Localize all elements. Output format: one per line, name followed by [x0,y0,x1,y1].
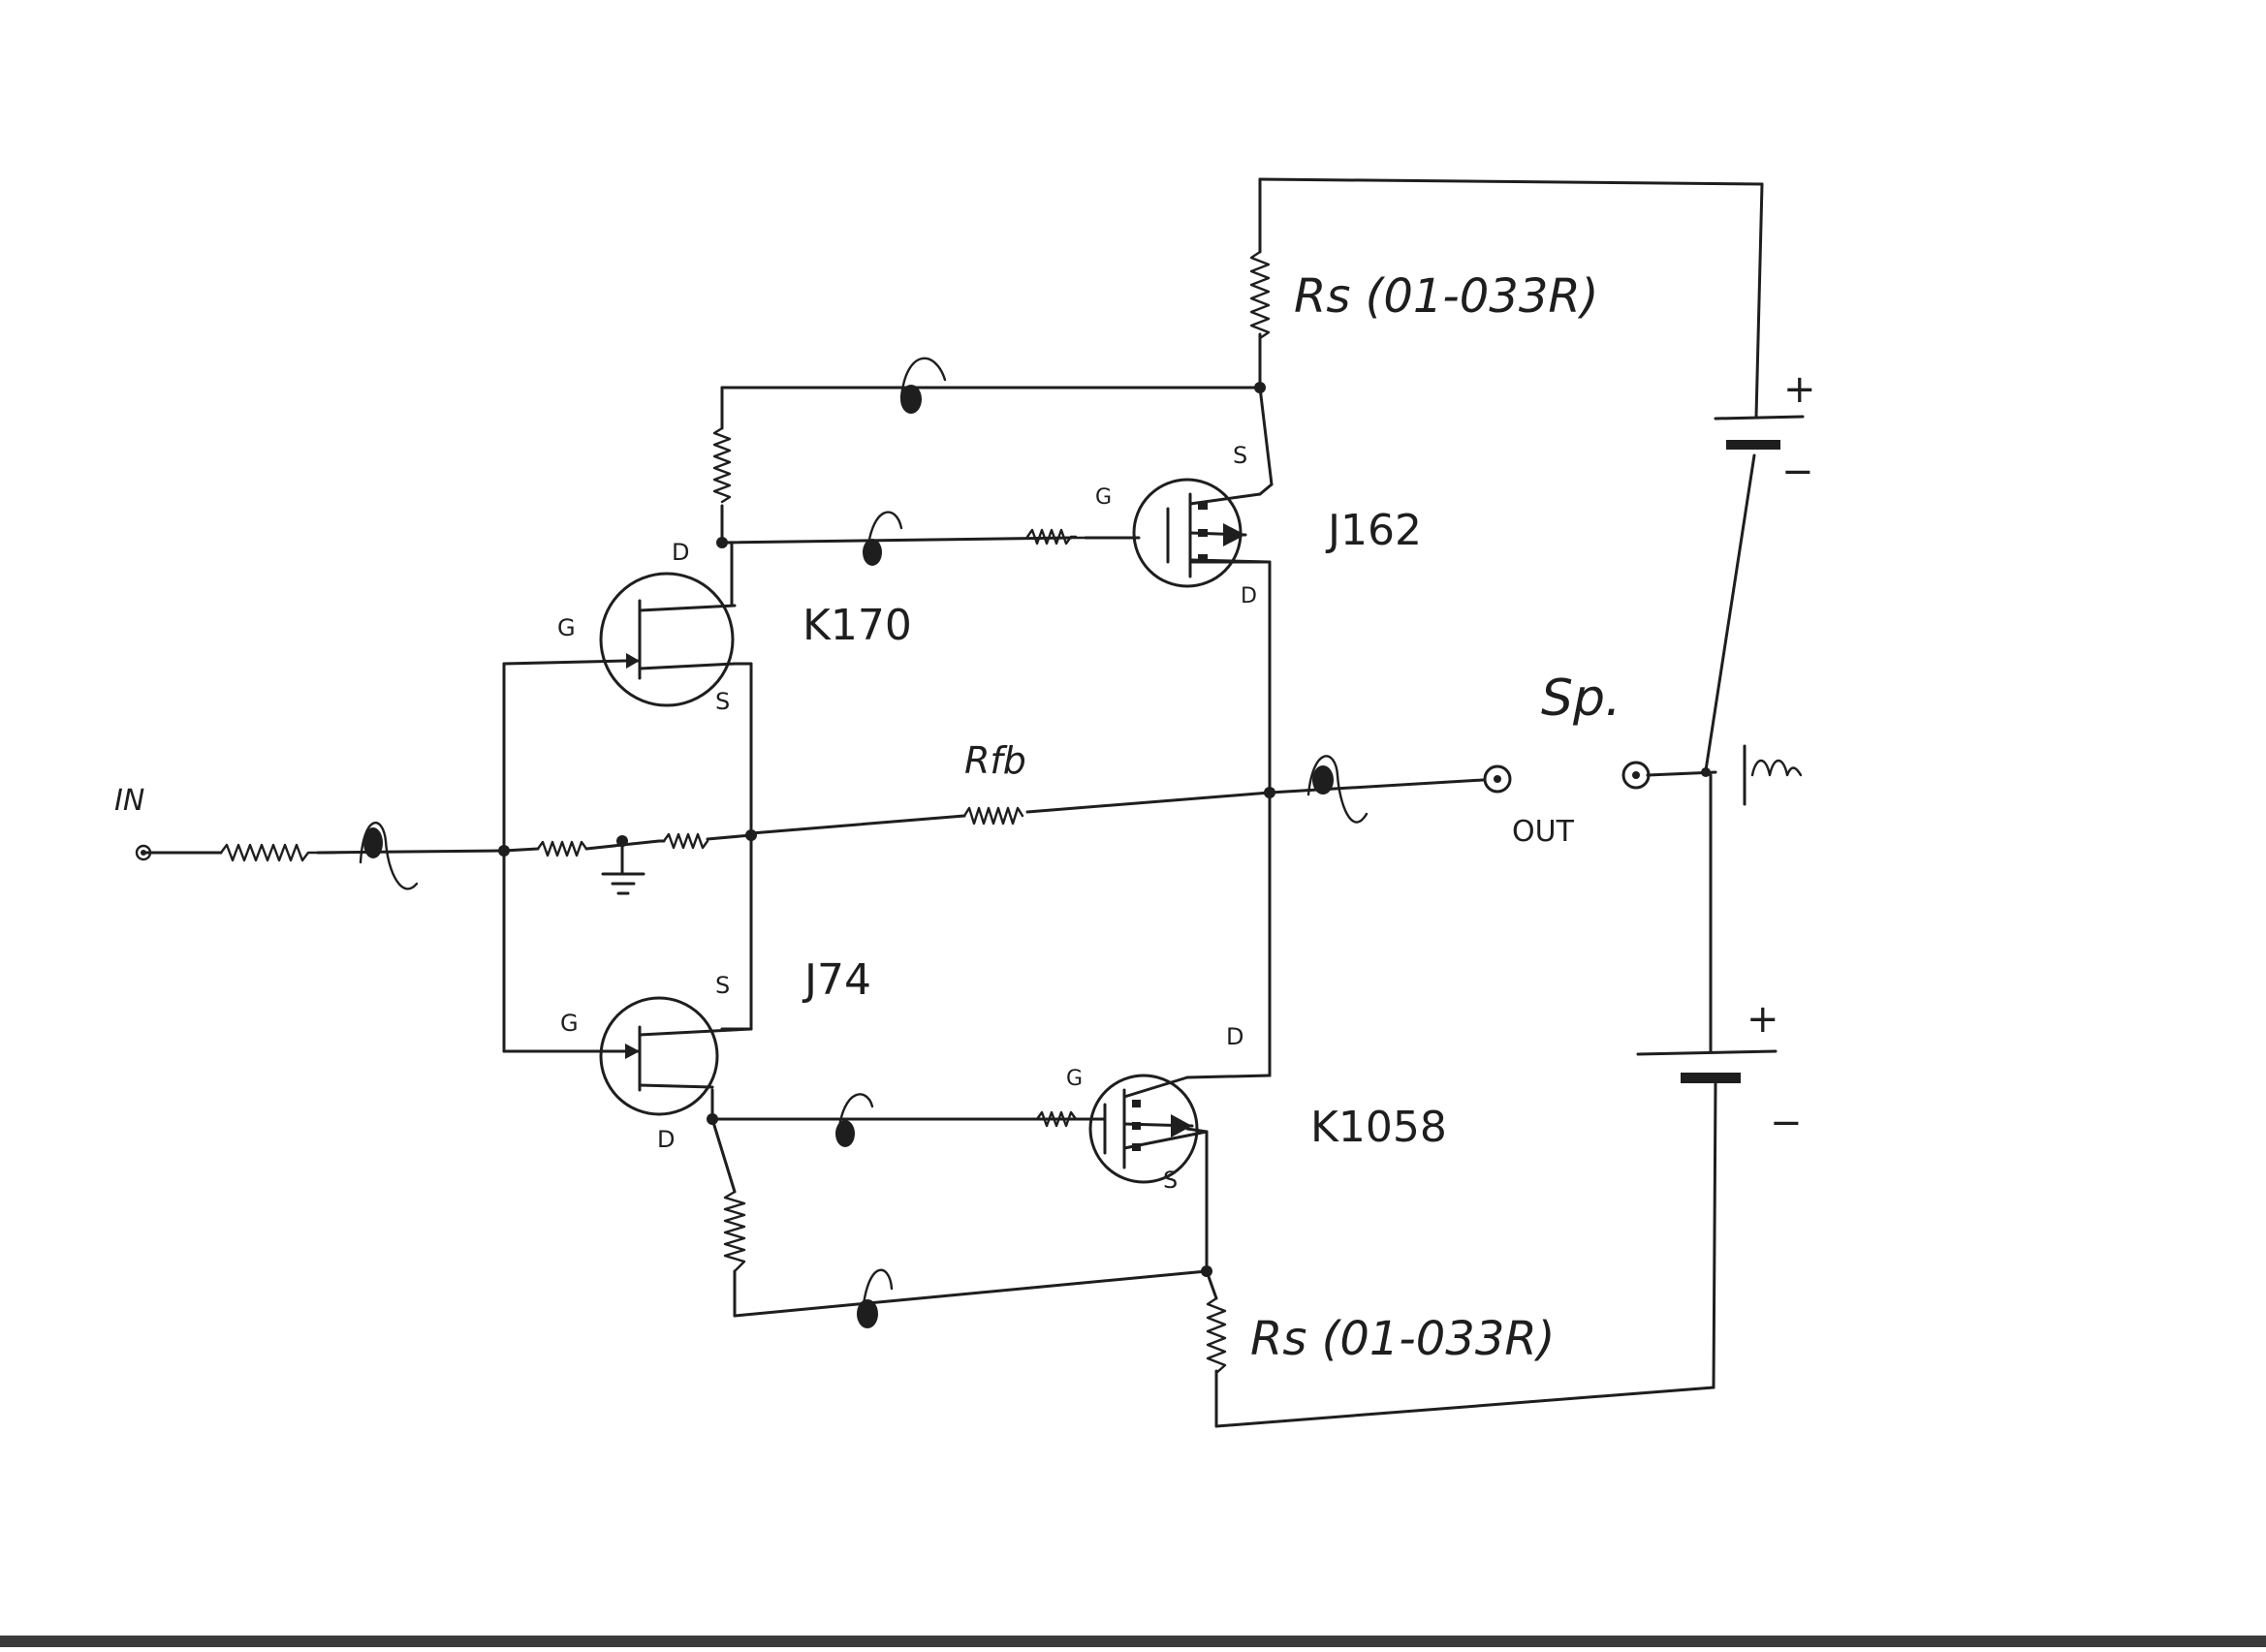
fet-j74-icon [599,996,753,1116]
pin-k170-g: G [557,614,576,641]
divider-resistor-left-icon [536,840,588,857]
part-j74: J74 [802,955,871,1005]
drain-resistor-bottom-icon [723,1190,746,1273]
label-speaker: Sp. [1541,670,1621,728]
rs-bottom-resistor-icon [1206,1296,1227,1375]
bead-bottom-drain-icon [857,1268,894,1328]
pin-j162-s: S [1233,442,1247,469]
battery-top-plus: + [1783,367,1816,412]
pin-j162-d: D [1241,584,1257,608]
divider-resistor-right-icon [662,832,709,850]
bead-input-icon [359,822,419,890]
drain-resistor-top-icon [712,426,732,504]
junctions [498,382,1711,1277]
wires [142,177,1764,1428]
battery-bottom-plus: + [1747,997,1779,1042]
label-rs-bottom: Rs (01-033R) [1250,1312,1555,1366]
input-resistor-icon [219,843,337,862]
fet-j162-icon [1132,478,1272,588]
pin-j74-s: S [715,972,730,999]
pin-k170-d: D [672,539,689,566]
battery-top-icon [1714,415,1805,450]
ground-icon [601,872,645,895]
fet-k170-icon [599,572,737,707]
label-input: IN [114,784,144,818]
label-rs-top: Rs (01-033R) [1294,269,1598,324]
battery-top-minus: − [1781,450,1814,494]
gate-resistor-top-icon [1025,528,1087,545]
part-j162: J162 [1325,506,1422,555]
part-k1058: K1058 [1310,1103,1447,1152]
labels: IN Rfb OUT Sp. Rs (01-033R) Rs (01-033R)… [114,269,1816,1366]
battery-bottom-icon [1636,1049,1778,1083]
bead-bottom-gate-icon [835,1093,874,1147]
speaker-terminal-icon [1621,761,1651,790]
gate-resistor-bottom-icon [1035,1110,1087,1128]
fet-k1058-icon [1088,1074,1209,1184]
pin-j162-g: G [1095,485,1112,510]
pin-j74-g: G [560,1010,579,1037]
rs-top-resistor-icon [1249,250,1271,340]
bead-output-icon [1306,755,1369,824]
part-k170: K170 [803,601,912,650]
output-terminal-icon [1483,764,1512,794]
resistors [219,250,1271,1375]
input-terminal-icon [135,844,152,861]
pin-k1058-d: D [1226,1023,1243,1050]
label-rfb: Rfb [964,739,1026,782]
bead-marks [359,357,1369,1328]
pin-k1058-s: S [1163,1167,1178,1194]
label-output: OUT [1512,815,1575,849]
pin-k1058-g: G [1066,1067,1083,1091]
bead-top-drain-icon [899,357,947,414]
capacitor-icon [1743,744,1803,806]
pin-j74-d: D [657,1126,675,1153]
bead-top-gate-icon [863,511,903,566]
pin-k170-s: S [715,688,730,715]
scan-edge [0,1636,2266,1647]
feedback-resistor-icon [962,806,1024,826]
battery-bottom-minus: − [1770,1101,1803,1145]
